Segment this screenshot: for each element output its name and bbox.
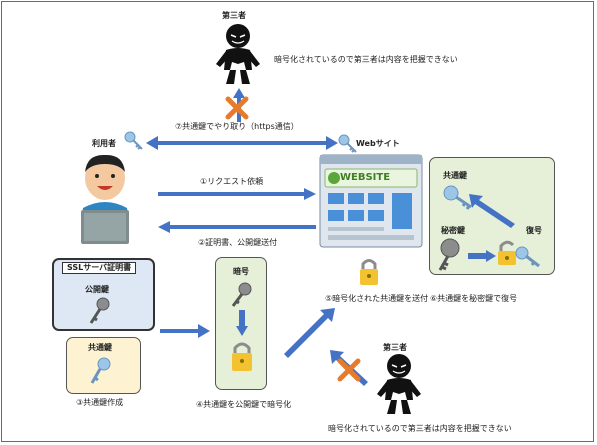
ssl-cert-label: SSLサーバ証明書 (62, 262, 137, 274)
step4-label: ④共通鍵を公開鍵で暗号化 (196, 400, 292, 409)
key-icon-created (90, 357, 111, 384)
user-label: 利用者 (92, 139, 116, 148)
decrypt-label: 復号 (526, 226, 542, 235)
key-icon-encrypting (231, 282, 252, 307)
send-encrypted-arrow (284, 308, 335, 358)
website-label: Webサイト (356, 139, 400, 148)
unlock-icon (498, 240, 516, 265)
key-icon-decrypted (515, 246, 540, 268)
step7-label: ⑦共通鍵でやり取り（https通信） (175, 122, 299, 131)
thief-bottom-icon (377, 354, 421, 414)
key-icon-common (443, 185, 472, 210)
secret-key-label: 秘密鍵 (441, 226, 465, 235)
user-at-laptop-icon (81, 154, 129, 244)
lock-icon-sent (360, 259, 378, 285)
key-icon-user (124, 131, 143, 150)
certificate-arrow (158, 221, 316, 233)
common-key-right-label: 共通鍵 (443, 171, 467, 180)
step1-label: ①リクエスト依頼 (200, 177, 264, 186)
cross-top-icon (225, 96, 249, 120)
common-key-left-label: 共通鍵 (88, 343, 112, 352)
encrypt-label: 暗号 (233, 267, 249, 276)
third-party-bottom-label: 第三者 (383, 343, 407, 352)
step2-label: ②証明書、公開鍵送付 (198, 238, 278, 247)
key-icon-secret (438, 238, 460, 271)
decrypt-result-arrow (469, 194, 515, 228)
encrypt-down-arrow (236, 310, 248, 336)
request-arrow (158, 188, 316, 200)
website-browser-icon (319, 154, 423, 248)
https-double-arrow (146, 136, 338, 150)
key-icon-website (338, 134, 357, 153)
cross-bottom-icon (337, 358, 361, 382)
website-logo-text: WEBSITE (340, 172, 391, 183)
to-encrypt-arrow (160, 324, 210, 338)
thief-top-icon (216, 24, 260, 84)
key-icon-public (89, 297, 110, 324)
third-party-top-label: 第三者 (222, 11, 246, 20)
lock-icon-encrypted (232, 342, 252, 371)
public-key-label: 公開鍵 (85, 285, 109, 294)
step6-label: ⑥共通鍵を秘密鍵で復号 (430, 294, 518, 303)
note-top: 暗号化されているので第三者は内容を把握できない (274, 55, 458, 64)
step3-label: ③共通鍵作成 (76, 398, 124, 407)
decrypt-arrow (468, 250, 496, 262)
step5-label: ⑤暗号化された共通鍵を送付 (325, 294, 429, 303)
note-bottom: 暗号化されているので第三者は内容を把握できない (328, 424, 512, 433)
